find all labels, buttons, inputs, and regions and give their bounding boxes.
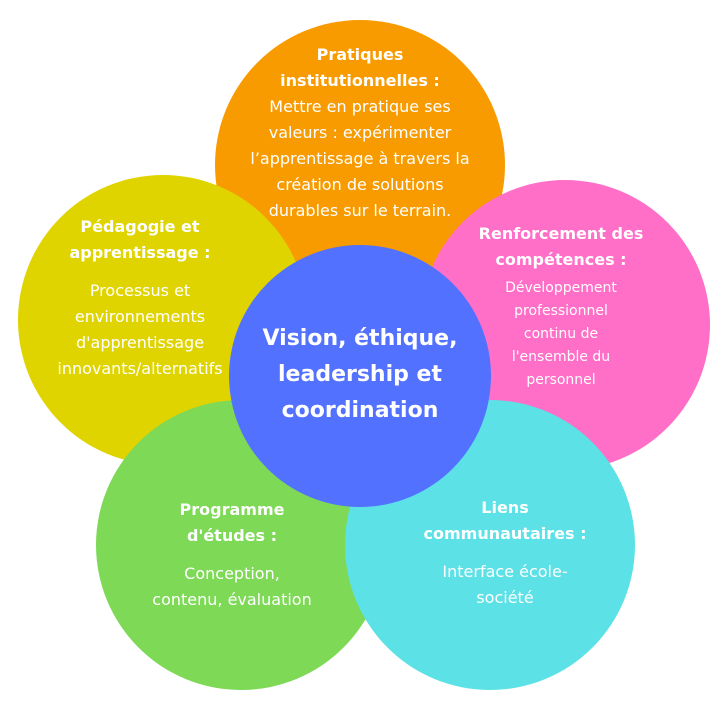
left-petal-text: Pédagogie et apprentissage : Processus e…	[42, 214, 238, 382]
top-petal-title: Pratiques institutionnelles :	[280, 45, 440, 90]
center-text: Vision, éthique, leadership et coordinat…	[229, 321, 491, 429]
top-petal-text: Pratiques institutionnelles : Mettre en …	[250, 42, 470, 224]
bottom-right-petal-text: Liens communautaires : Interface école-s…	[410, 495, 600, 611]
bottom-right-petal-title: Liens communautaires :	[423, 498, 587, 543]
center-line-2: leadership et	[278, 362, 442, 387]
bottom-right-petal-body: Interface école-société	[442, 562, 568, 607]
center-line-1: Vision, éthique,	[262, 326, 458, 351]
center-circle	[229, 245, 491, 507]
left-petal-title: Pédagogie et apprentissage :	[69, 217, 211, 262]
right-petal-body: Développement professionnel continu de l…	[505, 280, 617, 388]
right-petal-title: Renforcement des compétences :	[478, 224, 644, 269]
center-line-3: coordination	[281, 398, 439, 423]
left-petal-body: Processus et environnements d'apprentiss…	[57, 281, 223, 378]
top-petal-body: Mettre en pratique ses valeurs : expérim…	[250, 97, 470, 220]
right-petal-text: Renforcement des compétences : Développe…	[472, 221, 650, 392]
bottom-left-petal-body: Conception, contenu, évaluation	[152, 564, 312, 609]
bottom-left-petal-title: Programme d'études :	[179, 500, 285, 545]
bottom-left-petal-text: Programme d'études : Conception, contenu…	[152, 497, 312, 613]
